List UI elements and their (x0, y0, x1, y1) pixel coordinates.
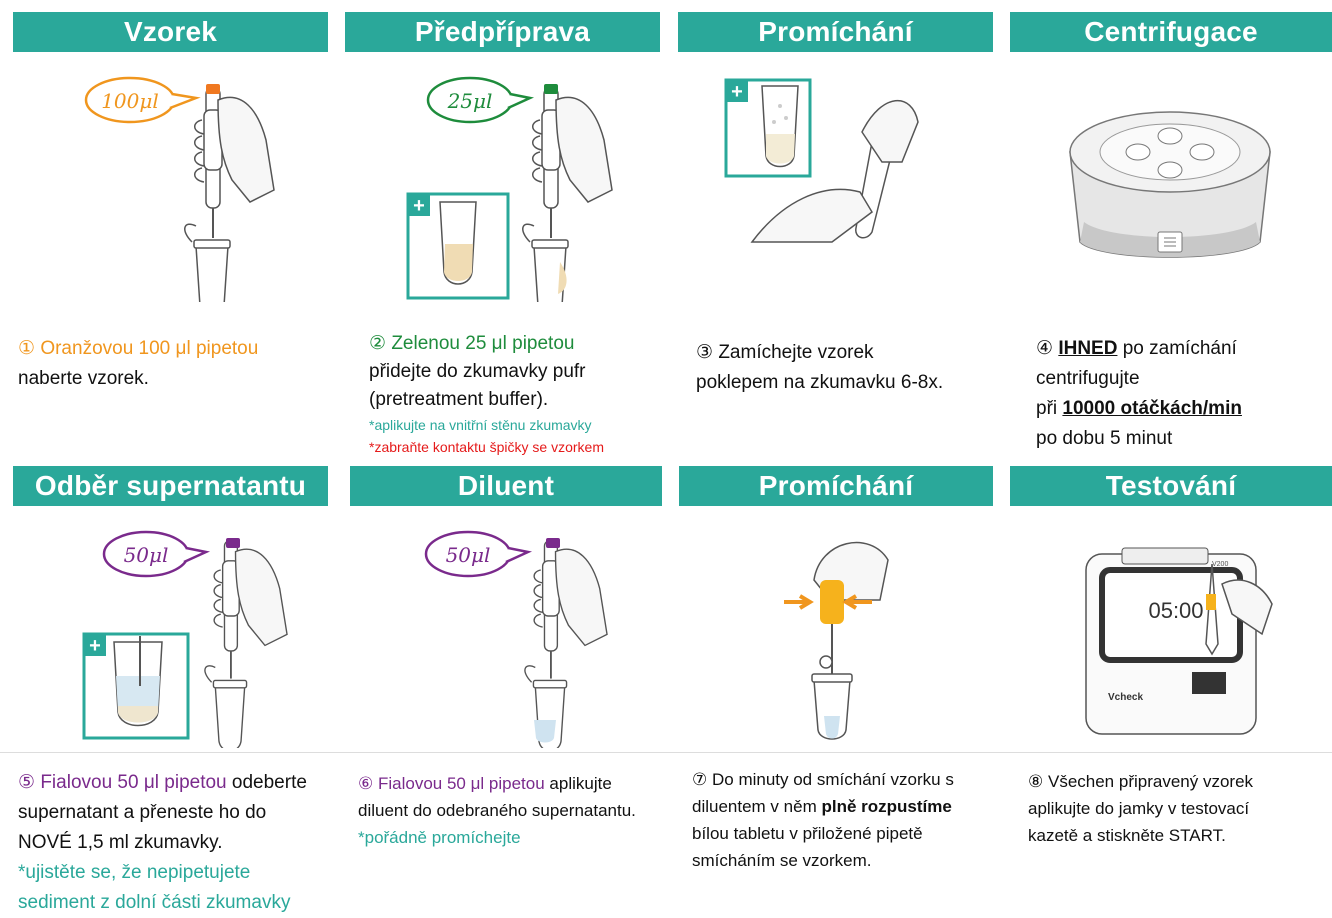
step-2-line2: přidejte do zkumavky pufr (369, 361, 586, 382)
step-1-text: naberte vzorek. (18, 368, 149, 389)
step-5-number: ⑤ (18, 772, 35, 793)
step-5-line2: supernatant a přeneste ho do (18, 802, 266, 823)
step-1-highlight: Oranžovou 100 μl pipetou (40, 338, 258, 359)
bubble-25ul: 25μl (447, 89, 493, 113)
step-4-line3a: při (1036, 398, 1057, 419)
step-5-header: Odběr supernatantu (13, 466, 328, 506)
step-3-number: ③ (696, 342, 713, 363)
step-2-number: ② (369, 333, 386, 354)
step-8-title: Testování (1106, 470, 1236, 502)
bubble-100ul: 100μl (101, 89, 159, 113)
step-2-note2: *zabraňte kontaktu špičky se vzorkem (369, 436, 604, 458)
step-1-number: ① (18, 338, 35, 359)
pipette-purple-diluent-illustration: 50μl (420, 516, 620, 748)
step-2-caption: ② Zelenou 25 μl pipetou přidejte do zkum… (369, 330, 604, 458)
step-5-note2: sediment z dolní části zkumavky (18, 892, 290, 913)
device-brand: Vcheck (1108, 692, 1143, 703)
device-timer: 05:00 (1148, 598, 1203, 623)
step-3-title: Promíchání (758, 16, 912, 48)
step-2-line3: (pretreatment buffer). (369, 389, 548, 410)
divider (0, 752, 1332, 753)
step-5-note1: *ujistěte se, že nepipetujete (18, 862, 250, 883)
bubble-50ul-b: 50μl (446, 543, 491, 567)
tube-tap-illustration: + (722, 72, 922, 272)
step-3-line2: poklepem na zkumavku 6-8x. (696, 372, 943, 393)
step-3-header: Promíchání (678, 12, 993, 52)
step-6-title: Diluent (458, 470, 554, 502)
step-6-highlight: Fialovou 50 μl pipetou (378, 774, 545, 793)
bubble-50ul-a: 50μl (124, 543, 169, 567)
step-3-caption: ③ Zamíchejte vzorek poklepem na zkumavku… (696, 338, 943, 398)
pipette-orange-illustration: 100μl (80, 62, 280, 302)
step-1-caption: ① Oranžovou 100 μl pipetou naberte vzore… (18, 334, 258, 394)
pipette-purple-supernatant-illustration: 50μl + (80, 516, 300, 748)
step-8-line2: aplikujte do jamky v testovací (1028, 799, 1249, 818)
step-7-line2a: diluentem v něm (692, 797, 817, 816)
step-6-note: *pořádně promíchejte (358, 828, 521, 847)
step-5-line3: NOVÉ 1,5 ml zkumavky. (18, 832, 222, 853)
step-4-title: Centrifugace (1084, 16, 1258, 48)
step-5-line1b: odeberte (232, 772, 307, 793)
step-6-line2: diluent do odebraného supernatantu. (358, 801, 636, 820)
pipette-green-illustration: 25μl + (400, 62, 640, 302)
step-5-caption: ⑤ Fialovou 50 μl pipetou odeberte supern… (18, 768, 307, 918)
step-7-line1: Do minuty od smíchání vzorku s (712, 770, 954, 789)
step-4-line4: po dobu 5 minut (1036, 428, 1172, 449)
step-5-highlight: Fialovou 50 μl pipetou (40, 772, 226, 793)
step-4-line1: po zamíchání (1123, 338, 1237, 359)
step-4-caption: ④ IHNED po zamíchání centrifugujte při 1… (1036, 334, 1242, 454)
centrifuge-illustration (1060, 92, 1280, 272)
step-4-number: ④ (1036, 338, 1053, 359)
plus-icon-2: + (731, 81, 743, 103)
step-7-bold: plně rozpustíme (821, 797, 951, 816)
step-4-line2: centrifugujte (1036, 368, 1140, 389)
step-7-number: ⑦ (692, 770, 707, 789)
step-2-header: Předpříprava (345, 12, 660, 52)
step-8-header: Testování (1010, 466, 1332, 506)
step-2-highlight: Zelenou 25 μl pipetou (391, 333, 574, 354)
step-5-title: Odběr supernatantu (35, 470, 306, 502)
step-6-line1b: aplikujte (549, 774, 611, 793)
step-6-caption: ⑥ Fialovou 50 μl pipetou aplikujte dilue… (358, 770, 636, 851)
tablet-mixing-illustration (780, 520, 920, 750)
step-6-header: Diluent (350, 466, 662, 506)
step-4-bold1: IHNED (1058, 338, 1117, 359)
step-1-title: Vzorek (124, 16, 217, 48)
step-7-header: Promíchání (679, 466, 993, 506)
step-2-title: Předpříprava (415, 16, 590, 48)
plus-icon-3: + (89, 635, 101, 657)
step-7-caption: ⑦ Do minuty od smíchání vzorku s diluent… (692, 766, 954, 874)
vcheck-device-illustration: 05:00 V200 Vcheck (1082, 544, 1282, 744)
step-8-line3: kazetě a stiskněte START. (1028, 826, 1226, 845)
step-1-header: Vzorek (13, 12, 328, 52)
plus-icon: + (413, 195, 425, 217)
step-6-number: ⑥ (358, 774, 373, 793)
step-2-note1: *aplikujte na vnitřní stěnu zkumavky (369, 414, 604, 436)
step-8-caption: ⑧ Všechen připravený vzorek aplikujte do… (1028, 768, 1253, 849)
step-8-line1: Všechen připravený vzorek (1048, 772, 1253, 791)
step-4-header: Centrifugace (1010, 12, 1332, 52)
step-7-title: Promíchání (759, 470, 913, 502)
step-7-line3: bílou tabletu v přiložené pipetě (692, 824, 923, 843)
step-8-number: ⑧ (1028, 772, 1043, 791)
step-3-line1: Zamíchejte vzorek (718, 342, 873, 363)
step-4-bold2: 10000 otáčkách/min (1062, 398, 1242, 419)
device-model: V200 (1212, 561, 1228, 568)
step-7-line4: smícháním se vzorkem. (692, 851, 872, 870)
